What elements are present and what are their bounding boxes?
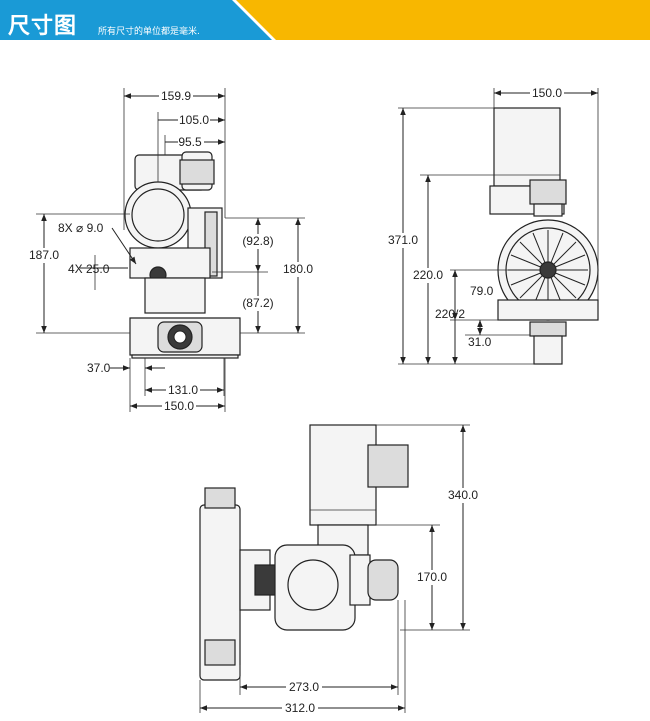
dim-front-180: 180.0 bbox=[283, 262, 313, 276]
top-motor bbox=[309, 424, 377, 526]
dim-top-273: 273.0 bbox=[289, 680, 319, 694]
top-coupling bbox=[254, 564, 278, 596]
side-top-nut bbox=[533, 203, 563, 217]
front-motor-mount bbox=[129, 247, 211, 279]
dim-side-half: 220/2 bbox=[435, 307, 465, 321]
dim-side-width: 150.0 bbox=[532, 86, 562, 100]
dim-side-220: 220.0 bbox=[413, 268, 443, 282]
top-motor-box bbox=[367, 444, 409, 488]
front-pump-head-inner bbox=[131, 188, 185, 242]
dim-side-31: 31.0 bbox=[468, 335, 492, 349]
dim-front-upper: (92.8) bbox=[242, 234, 273, 248]
dim-front-width: 159.9 bbox=[161, 89, 191, 103]
side-top-valve bbox=[529, 179, 567, 205]
top-knob-housing bbox=[349, 554, 371, 606]
dim-front-131: 131.0 bbox=[168, 383, 198, 397]
dim-front-lower: (87.2) bbox=[242, 296, 273, 310]
front-neck bbox=[144, 277, 206, 314]
side-bottom-pipe bbox=[533, 335, 563, 365]
dim-side-79: 79.0 bbox=[470, 284, 494, 298]
banner-note: 所有尺寸的单位都是毫米. bbox=[98, 27, 200, 37]
dim-front-offset: 37.0 bbox=[87, 361, 111, 375]
front-view: 159.9 105.0 95.5 8X ⌀ 9.0 4X 25.0 187.0 … bbox=[26, 88, 316, 413]
dim-top-340: 340.0 bbox=[448, 488, 478, 502]
top-valve-lower bbox=[204, 639, 236, 666]
dim-front-95: 95.5 bbox=[178, 135, 202, 149]
top-stroke-knob bbox=[367, 559, 399, 601]
top-view: 340.0 170.0 273.0 312.0 bbox=[199, 424, 481, 715]
side-bottom-valve bbox=[529, 321, 567, 337]
header-banner: 尺寸图 所有尺寸的单位都是毫米. bbox=[0, 0, 650, 48]
dim-front-holes: 8X ⌀ 9.0 bbox=[58, 221, 104, 235]
dim-top-312: 312.0 bbox=[285, 701, 315, 715]
front-union bbox=[179, 159, 215, 185]
dim-top-170: 170.0 bbox=[417, 570, 447, 584]
side-view: 150.0 371.0 220.0 79.0 220/2 31.0 bbox=[386, 86, 599, 365]
dim-front-187: 187.0 bbox=[29, 248, 59, 262]
top-gearbox-port bbox=[287, 559, 339, 611]
dimension-drawing: 159.9 105.0 95.5 8X ⌀ 9.0 4X 25.0 187.0 … bbox=[26, 86, 599, 715]
banner-graphic bbox=[0, 0, 650, 40]
banner-title: 尺寸图 bbox=[8, 14, 78, 39]
side-motor bbox=[493, 107, 561, 187]
dim-front-150: 150.0 bbox=[164, 399, 194, 413]
dim-front-slots: 4X 25.0 bbox=[68, 262, 110, 276]
front-base-plate bbox=[131, 354, 239, 359]
front-valve-hole bbox=[173, 330, 187, 344]
side-hub bbox=[539, 261, 557, 279]
dim-front-105: 105.0 bbox=[179, 113, 209, 127]
top-valve-upper bbox=[204, 487, 236, 509]
side-base bbox=[497, 299, 599, 321]
dim-side-371: 371.0 bbox=[388, 233, 418, 247]
